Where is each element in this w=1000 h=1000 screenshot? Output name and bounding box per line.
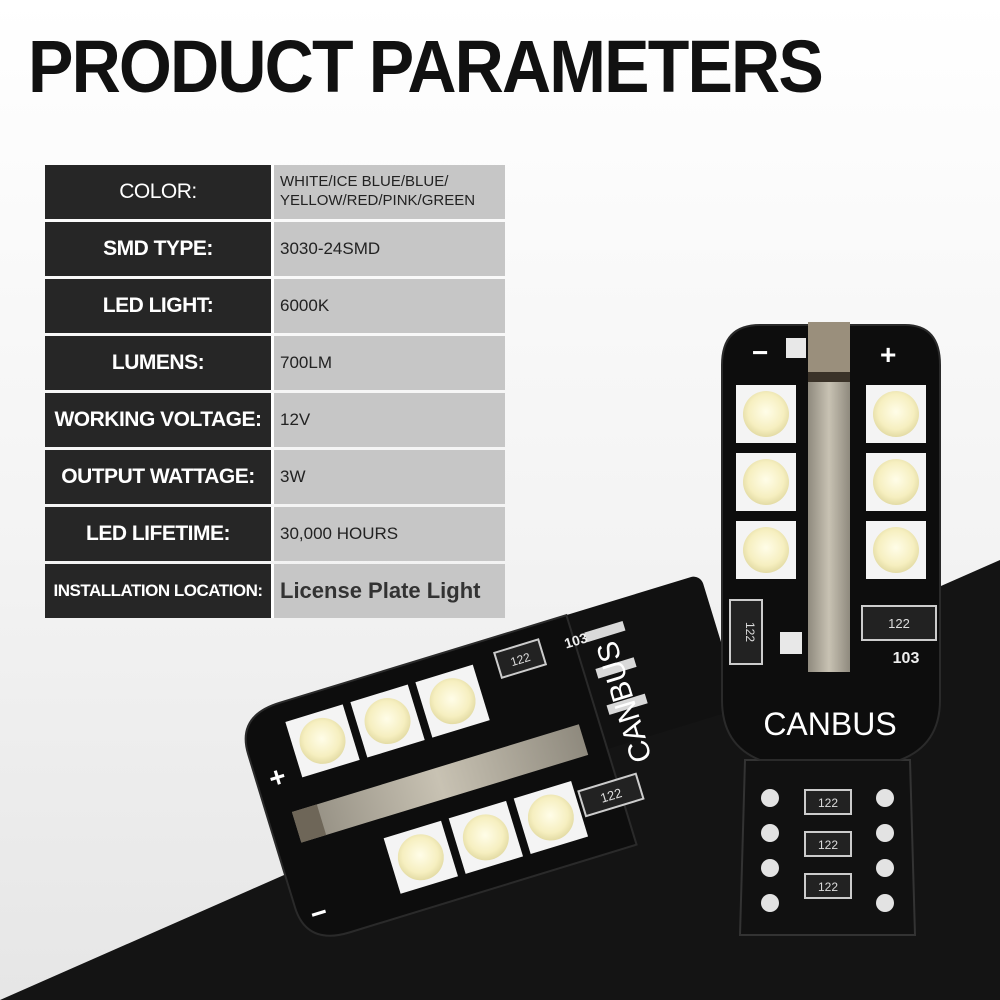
table-row-lumens: LUMENS: 700LM — [45, 336, 505, 390]
svg-text:−: − — [752, 337, 768, 368]
svg-text:122: 122 — [598, 785, 623, 806]
svg-text:122: 122 — [743, 622, 757, 642]
led-chip-row-top — [285, 664, 490, 778]
svg-text:103: 103 — [893, 650, 920, 667]
param-value: WHITE/ICE BLUE/BLUE/ YELLOW/RED/PINK/GRE… — [274, 165, 505, 219]
param-label: INSTALLATION LOCATION: — [45, 564, 271, 618]
param-value: 6000K — [274, 279, 505, 333]
connector-resistors — [804, 789, 852, 899]
param-value: 3030-24SMD — [274, 222, 505, 276]
table-row-smd-type: SMD TYPE: 3030-24SMD — [45, 222, 505, 276]
svg-text:122: 122 — [818, 838, 838, 852]
param-value: 700LM — [274, 336, 505, 390]
led-bulb-left: 122 103 122 + − CANBUS — [244, 576, 739, 937]
bulb-connector — [549, 576, 739, 753]
table-row-installation-location: INSTALLATION LOCATION: License Plate Lig… — [45, 564, 505, 618]
param-label: LED LIGHT: — [45, 279, 271, 333]
page-title: PRODUCT PARAMETERS — [28, 25, 824, 108]
param-label: LUMENS: — [45, 336, 271, 390]
led-chip-column-right — [866, 385, 926, 579]
canbus-label: CANBUS — [763, 706, 896, 742]
led-bulb-right: 122 122 122 122 122 103 − + — [721, 322, 941, 936]
param-label: WORKING VOLTAGE: — [45, 393, 271, 447]
table-row-led-lifetime: LED LIFETIME: 30,000 HOURS — [45, 507, 505, 561]
product-parameters-table: COLOR: WHITE/ICE BLUE/BLUE/ YELLOW/RED/P… — [45, 162, 505, 621]
param-label: LED LIFETIME: — [45, 507, 271, 561]
svg-text:122: 122 — [818, 880, 838, 894]
led-chip-column-left — [736, 385, 796, 579]
param-label: OUTPUT WATTAGE: — [45, 450, 271, 504]
param-value: 30,000 HOURS — [274, 507, 505, 561]
param-value: 3W — [274, 450, 505, 504]
table-row-led-light: LED LIGHT: 6000K — [45, 279, 505, 333]
table-row-output-wattage: OUTPUT WATTAGE: 3W — [45, 450, 505, 504]
svg-text:103: 103 — [562, 629, 589, 651]
resistor — [729, 599, 763, 665]
table-row-color: COLOR: WHITE/ICE BLUE/BLUE/ YELLOW/RED/P… — [45, 165, 505, 219]
param-label: COLOR: — [45, 165, 271, 219]
resistor — [493, 638, 548, 679]
table-row-working-voltage: WORKING VOLTAGE: 12V — [45, 393, 505, 447]
heat-rod — [291, 724, 589, 843]
svg-text:+: + — [880, 339, 896, 370]
param-value: 12V — [274, 393, 505, 447]
param-value: License Plate Light — [274, 564, 505, 618]
resistor — [861, 605, 937, 641]
svg-text:122: 122 — [818, 796, 838, 810]
param-label: SMD TYPE: — [45, 222, 271, 276]
svg-text:122: 122 — [509, 650, 533, 669]
led-chip-row-bottom — [383, 781, 589, 894]
svg-text:122: 122 — [888, 616, 910, 631]
